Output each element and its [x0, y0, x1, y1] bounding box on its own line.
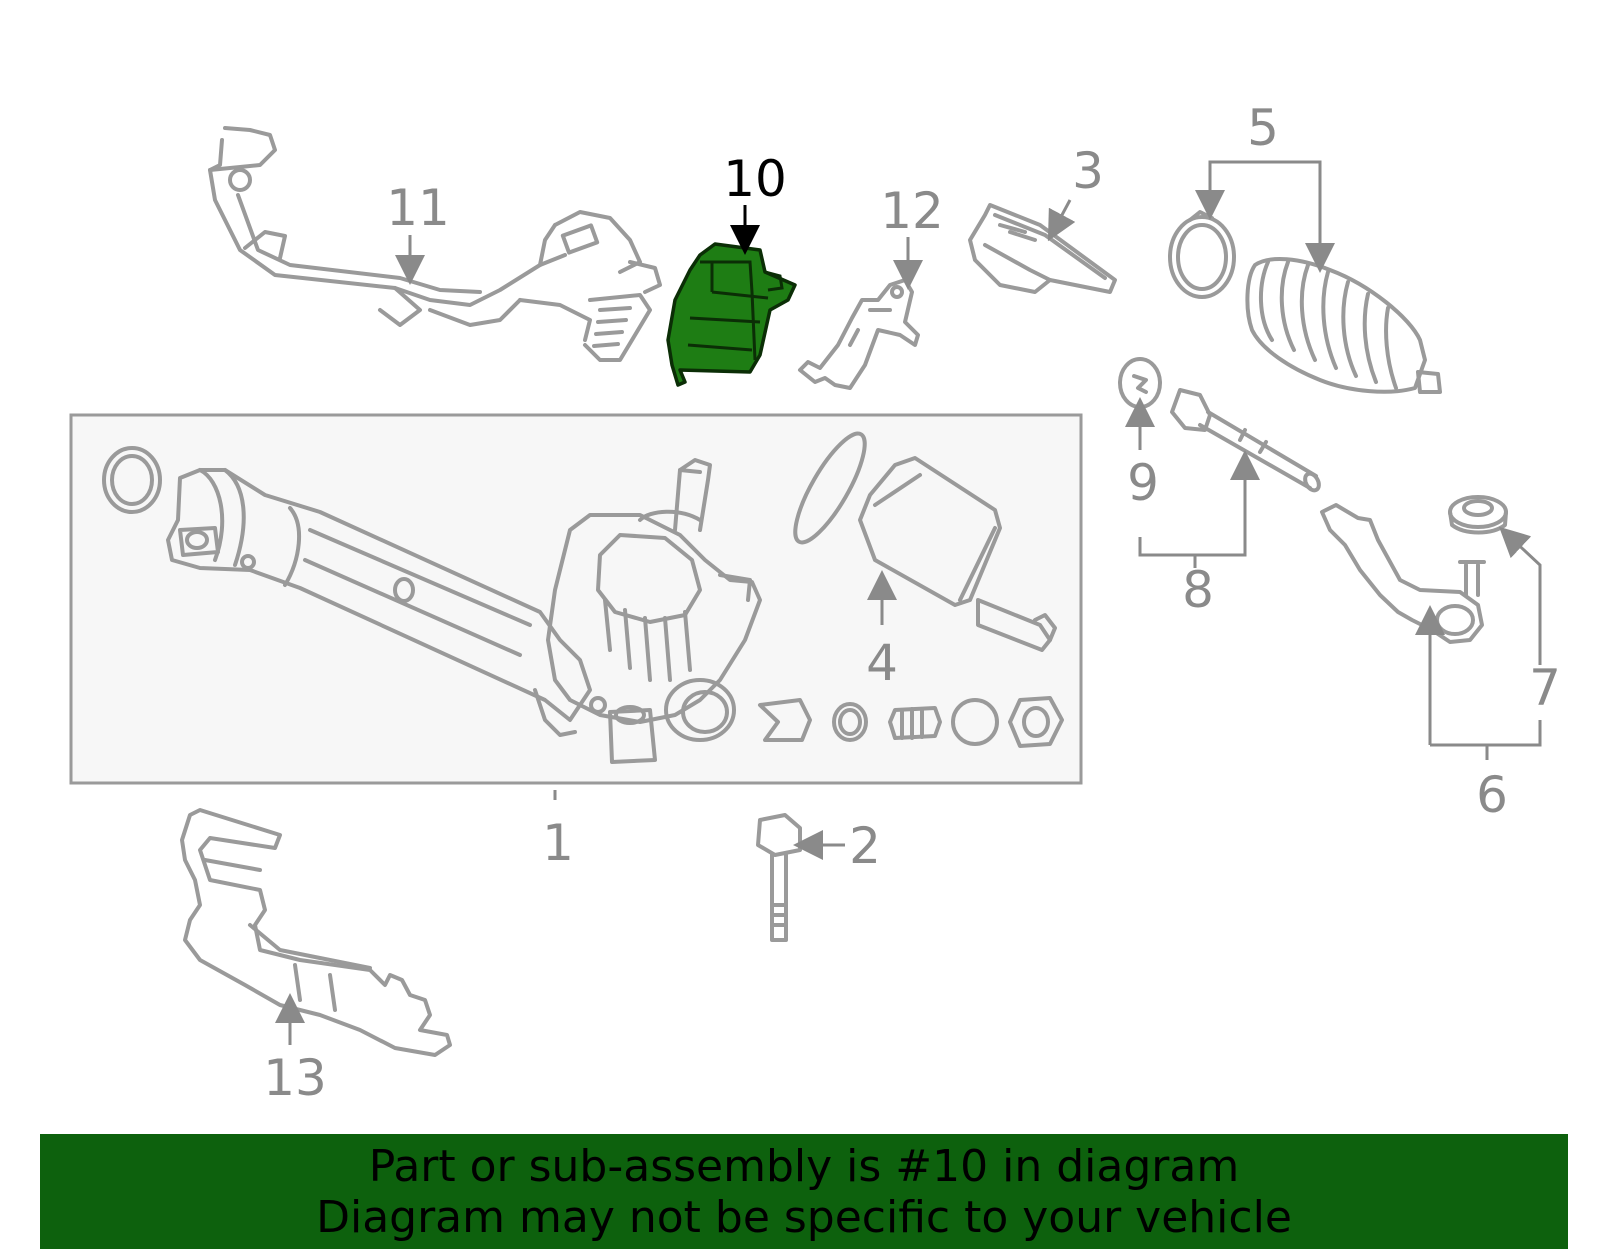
callout-9: 9	[1127, 454, 1159, 512]
callout-6: 6	[1476, 766, 1508, 824]
part-13-shield	[180, 808, 452, 1057]
part-2-bolt	[756, 813, 802, 942]
callout-13: 13	[263, 1049, 327, 1107]
callout-8: 8	[1182, 561, 1214, 619]
callout-7: 7	[1529, 659, 1561, 717]
callout-3: 3	[1072, 142, 1104, 200]
callout-4: 4	[866, 634, 898, 692]
callout-leaders	[275, 160, 1542, 1045]
part-8-tie-rod	[1170, 388, 1321, 493]
callout-11: 11	[386, 179, 450, 237]
callout-2: 2	[849, 817, 881, 875]
callout-12: 12	[880, 182, 944, 240]
banner-line-part: Part or sub-assembly is #10 in diagram	[368, 1140, 1240, 1192]
info-banner: Part or sub-assembly is #10 in diagram D…	[40, 1134, 1568, 1249]
part-5-boot-and-clamp	[1168, 210, 1442, 394]
callout-1: 1	[542, 814, 574, 872]
callout-10: 10	[723, 150, 787, 208]
part-12-bracket	[798, 278, 920, 390]
small-parts-row	[758, 696, 1064, 748]
part-4-module	[793, 431, 1057, 652]
part-9-lock-washer	[1118, 357, 1162, 409]
part-11-harness	[208, 126, 662, 362]
part-3-cover	[968, 203, 1117, 294]
callout-5: 5	[1247, 99, 1279, 157]
part-7-dust-seal	[1448, 495, 1508, 535]
part-10-cover-highlighted[interactable]	[666, 242, 797, 387]
banner-line-disclaimer: Diagram may not be specific to your vehi…	[316, 1191, 1292, 1243]
part-1-rack-assembly	[102, 446, 762, 764]
